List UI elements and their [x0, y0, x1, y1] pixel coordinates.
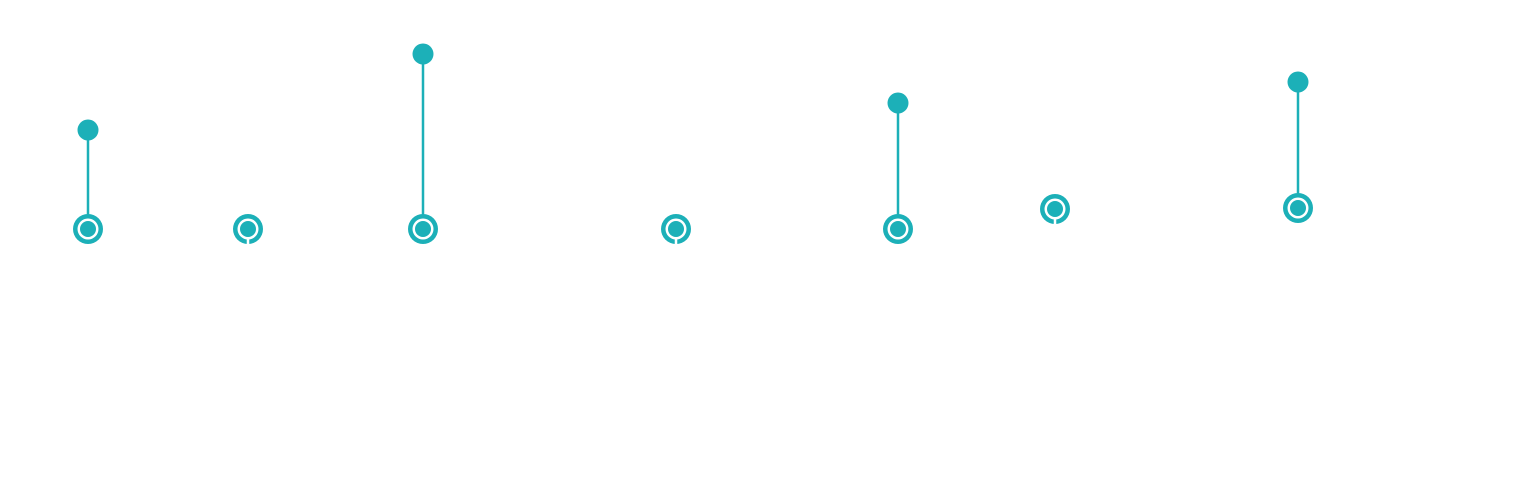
start-point-2: [415, 221, 431, 237]
end-point-4: [887, 92, 909, 114]
start-point-1: [240, 221, 256, 237]
start-point-4: [890, 221, 906, 237]
end-point-2: [412, 43, 434, 65]
start-point-3: [668, 221, 684, 237]
end-point-6: [1287, 71, 1309, 93]
start-point-0: [80, 221, 96, 237]
end-point-0: [77, 119, 99, 141]
start-point-5: [1047, 201, 1063, 217]
start-point-6: [1290, 200, 1306, 216]
